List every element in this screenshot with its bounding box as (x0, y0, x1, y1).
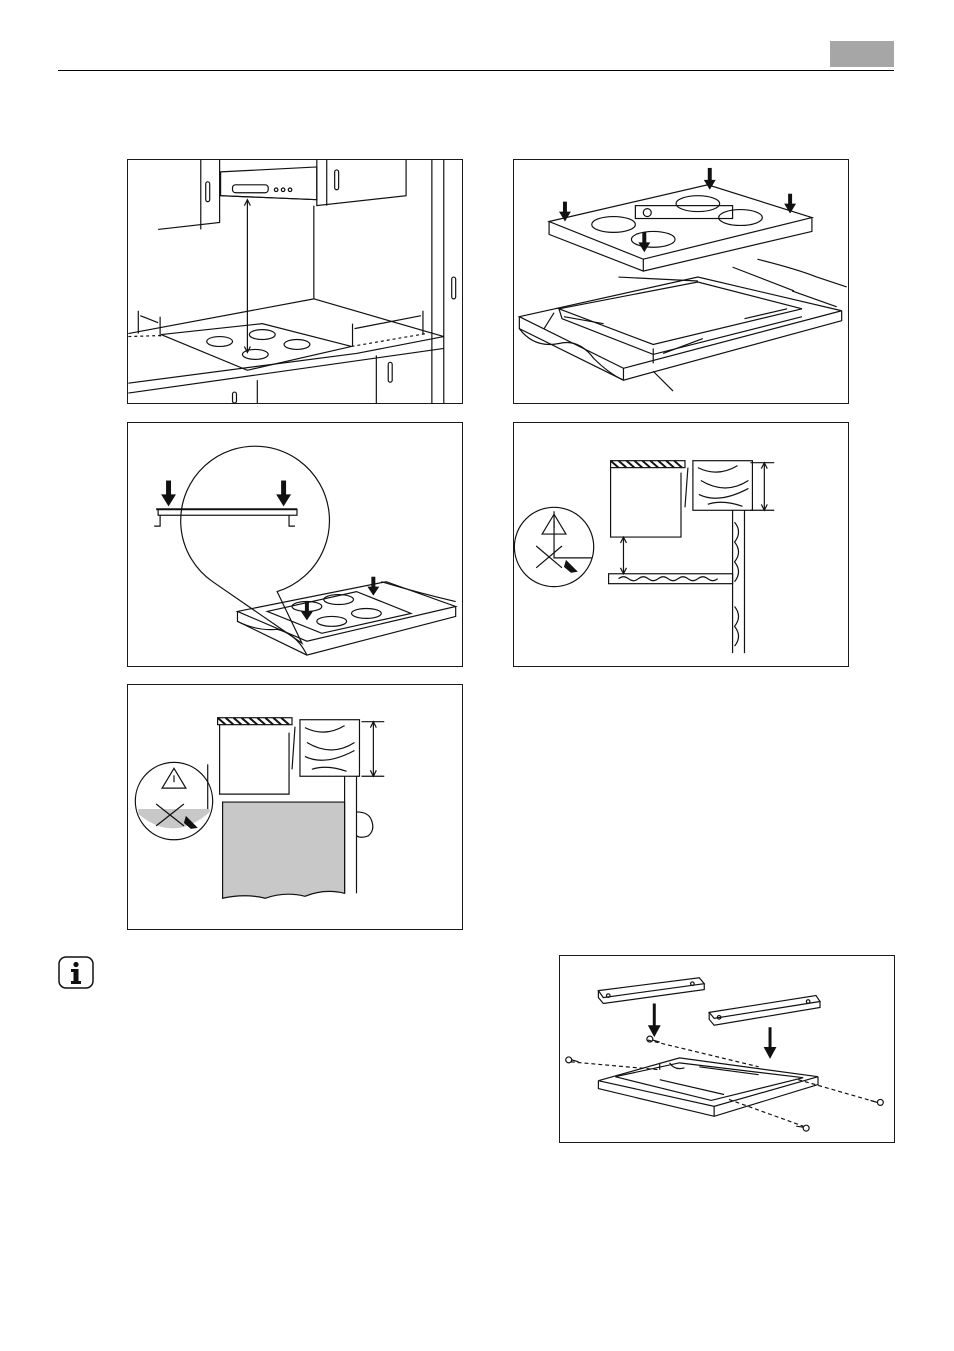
hob-into-cutout-drawing (514, 160, 848, 403)
cabinet-floor-gap-figure (513, 422, 849, 667)
bracket-mounting-figure (559, 955, 895, 1143)
worktop-cutout-figure (513, 159, 849, 404)
magnified-seal-drawing (128, 423, 462, 666)
header-rule (58, 70, 894, 71)
oven-below-figure (127, 684, 463, 930)
hob-seal-detail-figure (127, 422, 463, 667)
hood-clearance-figure (127, 159, 463, 404)
bracket-screws-drawing (560, 956, 894, 1142)
language-tab (830, 41, 894, 67)
kitchen-hood-worktop-drawing (128, 160, 462, 403)
warning-gap-drawing (514, 423, 848, 666)
warning-oven-drawing (128, 685, 462, 929)
info-icon (58, 956, 94, 989)
